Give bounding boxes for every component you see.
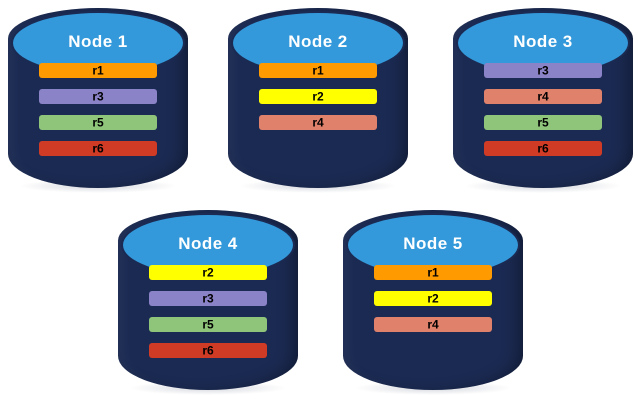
replica-label: r6 (202, 343, 214, 357)
replica-bar-r4: r4 (373, 317, 493, 332)
node-title-word: Node (68, 32, 113, 52)
replica-label: r4 (312, 115, 324, 129)
replica-bar-r5: r5 (38, 115, 158, 130)
replica-label: r2 (427, 291, 439, 305)
replica-label: r6 (537, 141, 549, 155)
replica-label: r1 (427, 265, 439, 279)
replica-label: r3 (92, 89, 104, 103)
replica-label: r1 (312, 63, 324, 77)
replica-bar-r5: r5 (148, 317, 268, 332)
replica-bar-r6: r6 (483, 141, 603, 156)
replica-bar-r2: r2 (148, 265, 268, 280)
replica-bar-r4: r4 (483, 89, 603, 104)
replica-list: r1 r3 r5 r6 (38, 63, 158, 156)
node-title-number: 3 (562, 32, 573, 52)
replica-list: r2 r3 r5 r6 (148, 265, 268, 358)
node-title-number: 1 (117, 32, 128, 52)
replica-bar-r6: r6 (148, 343, 268, 358)
node-title-number: 4 (227, 234, 238, 254)
replica-bar-r6: r6 (38, 141, 158, 156)
replica-bar-r1: r1 (38, 63, 158, 78)
replica-list: r3 r4 r5 r6 (483, 63, 603, 156)
node-title-number: 2 (337, 32, 348, 52)
replica-label: r4 (427, 317, 439, 331)
replica-bar-r1: r1 (258, 63, 378, 78)
replica-bar-r1: r1 (373, 265, 493, 280)
replica-bar-r2: r2 (258, 89, 378, 104)
replica-bar-r3: r3 (483, 63, 603, 78)
replica-label: r2 (202, 265, 214, 279)
replica-label: r2 (312, 89, 324, 103)
replica-list: r1 r2 r4 (373, 265, 493, 332)
node-title-number: 5 (452, 234, 463, 254)
node-title-word: Node (403, 234, 448, 254)
replica-bar-r3: r3 (38, 89, 158, 104)
replica-label: r5 (202, 317, 214, 331)
replica-list: r1 r2 r4 (258, 63, 378, 130)
replica-label: r3 (202, 291, 214, 305)
replica-label: r3 (537, 63, 549, 77)
replica-label: r6 (92, 141, 104, 155)
replica-bar-r5: r5 (483, 115, 603, 130)
replica-label: r5 (92, 115, 104, 129)
node-title-word: Node (288, 32, 333, 52)
replica-label: r4 (537, 89, 549, 103)
replica-bar-r4: r4 (258, 115, 378, 130)
replica-label: r5 (537, 115, 549, 129)
node-title-word: Node (178, 234, 223, 254)
replica-bar-r3: r3 (148, 291, 268, 306)
node-title-word: Node (513, 32, 558, 52)
replica-bar-r2: r2 (373, 291, 493, 306)
replica-label: r1 (92, 63, 104, 77)
